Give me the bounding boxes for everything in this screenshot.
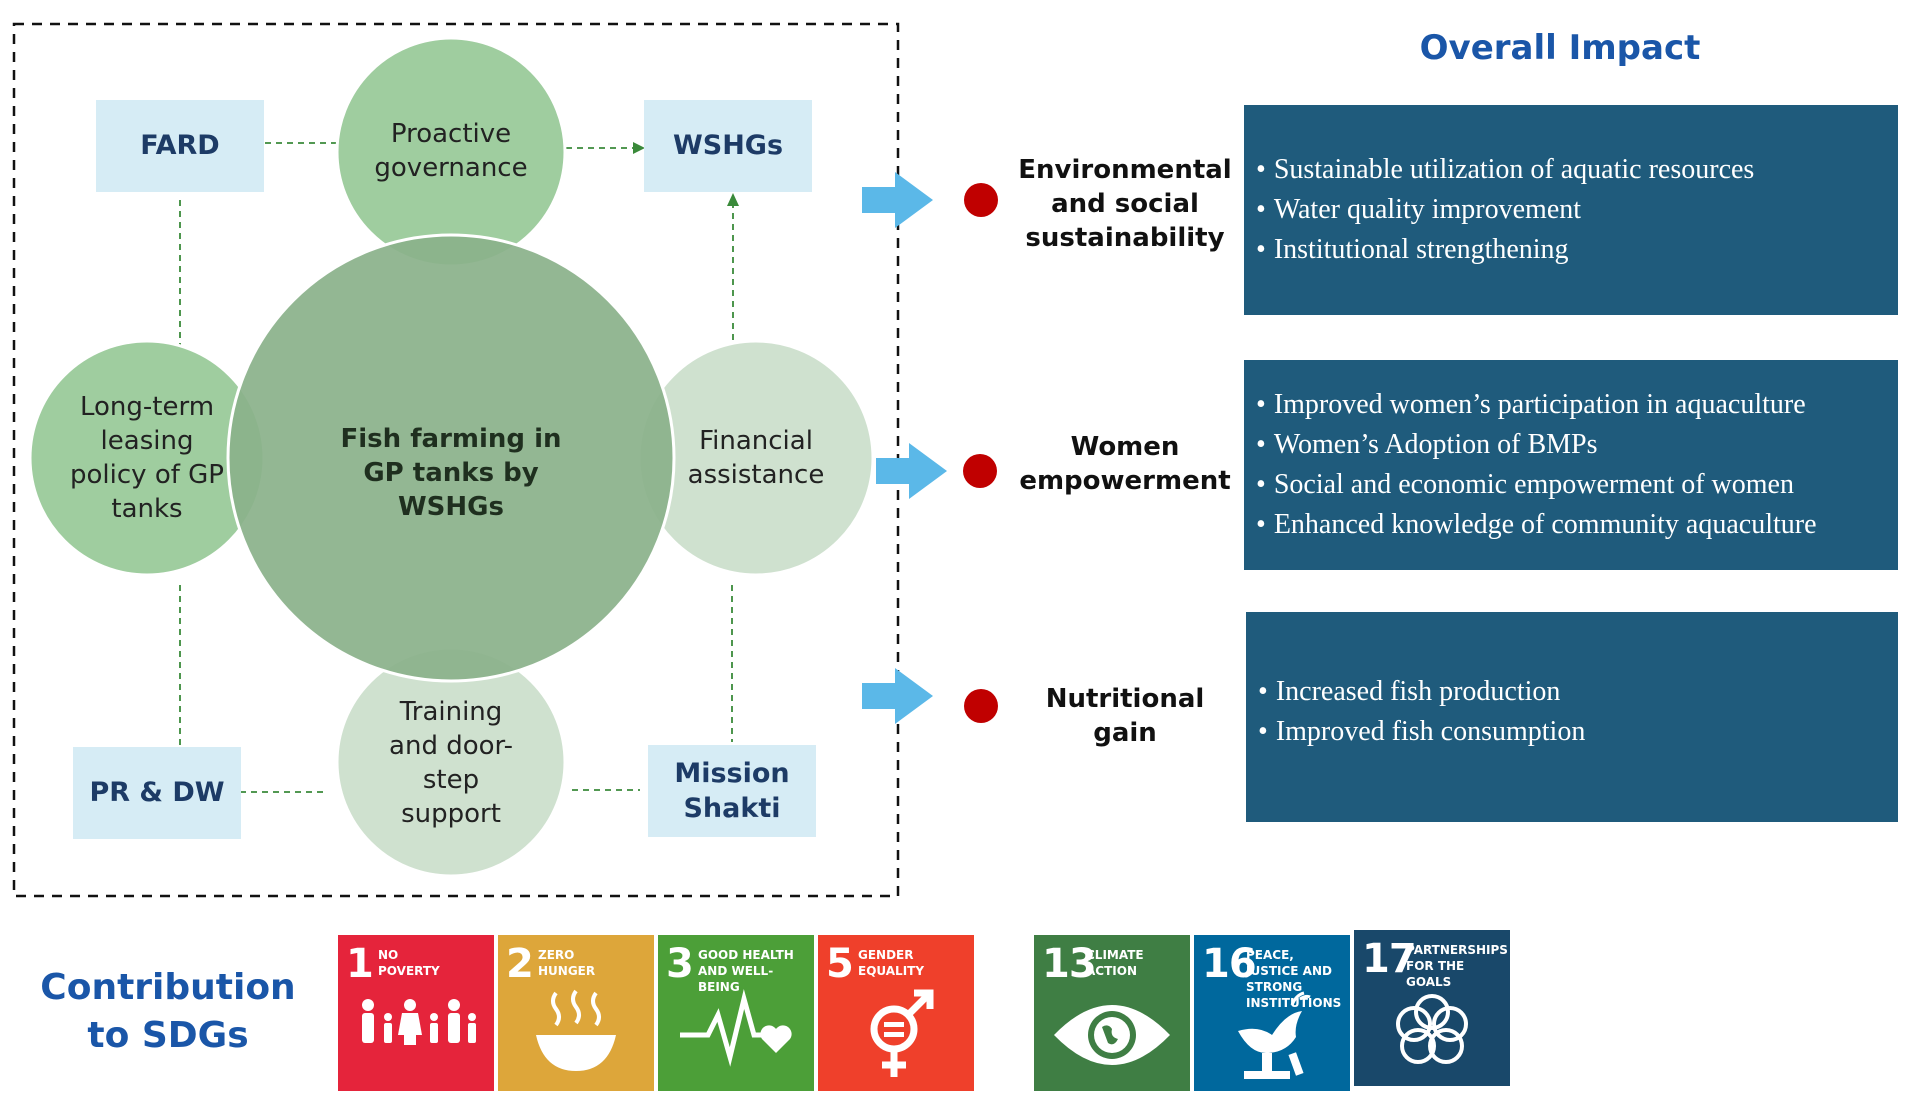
arrowhead-up-wshgs <box>727 193 739 206</box>
impact-title: Overall Impact <box>1419 28 1701 68</box>
sdg-label: No Poverty <box>378 948 440 978</box>
impact-item: Improved women’s participation in aquacu… <box>1256 385 1898 425</box>
sdg-label: Good Health and Well-Being <box>698 948 794 994</box>
sdg-num: 3 <box>666 941 694 987</box>
sdg-tile-16: 16 Peace, Justice and Strong Institution… <box>1194 935 1350 1091</box>
impact-item: Enhanced knowledge of community aquacult… <box>1256 505 1898 545</box>
impact-item: Increased fish production <box>1258 672 1898 712</box>
sdg-title: Contribution to SDGs <box>40 967 296 1056</box>
wshgs-box: WSHGs <box>644 100 812 192</box>
gender-icon <box>870 989 934 1077</box>
impact-label-1: Environmental and social sustainability <box>1018 155 1232 253</box>
impact-box-2: Improved women’s participation in aquacu… <box>1244 360 1898 570</box>
equal-sign <box>884 1022 904 1027</box>
flower-rings-icon <box>1396 994 1468 1064</box>
heartbeat-icon <box>680 989 762 1067</box>
mission-shakti-box: Mission Shakti <box>648 745 816 837</box>
center-label: Fish farming in GP tanks by WSHGs <box>340 424 562 522</box>
bullet-dot-2 <box>963 454 997 488</box>
prdw-box: PR & DW <box>73 747 241 839</box>
arrowhead-to-wshgs <box>633 142 645 154</box>
sdg-tile-2: 2 Zero Hunger <box>498 935 654 1091</box>
sdg-tile-13: 13 Climate Action <box>1034 935 1190 1091</box>
sdg-label: Partnerships for the Goals <box>1406 943 1508 989</box>
bowl-shape <box>536 1035 616 1071</box>
sdg-num: 17 <box>1362 936 1417 982</box>
sdg-num: 1 <box>346 941 374 987</box>
sdg-bg <box>1354 930 1510 1086</box>
circle-center-main <box>226 233 676 683</box>
sdg-tile-5: 5 Gender Equality <box>818 935 974 1091</box>
impact-box-1: Sustainable utilization of aquatic resou… <box>1244 105 1898 315</box>
sdg-bg <box>658 935 814 1091</box>
impact-item: Women’s Adoption of BMPs <box>1256 425 1898 465</box>
family-icon <box>362 999 476 1045</box>
heart-shape <box>760 1025 792 1053</box>
impact-item: Water quality improvement <box>1256 190 1898 230</box>
leasing-label: Long-term leasing policy of GP tanks <box>70 392 224 524</box>
bullet-dot-1 <box>964 183 998 217</box>
sdg-tile-1: 1 No Poverty <box>338 935 494 1091</box>
impact-label-3: Nutritional gain <box>1045 684 1205 748</box>
financial-label: Financial assistance <box>687 426 825 490</box>
dove-gavel-icon <box>1238 1011 1304 1079</box>
sdg-num: 13 <box>1042 941 1097 987</box>
sdg-num: 2 <box>506 941 534 987</box>
arrow-right-3 <box>862 668 933 724</box>
arrow-right-2 <box>876 443 947 499</box>
impact-item: Sustainable utilization of aquatic resou… <box>1256 150 1898 190</box>
impact-item: Institutional strengthening <box>1256 230 1898 270</box>
sdg-tile-17: 17 Partnerships for the Goals <box>1354 930 1510 1086</box>
impact-item: Improved fish consumption <box>1258 712 1898 752</box>
fard-box: FARD <box>96 100 264 192</box>
bowl-icon <box>551 989 601 1027</box>
sdg-tile-3: 3 Good Health and Well-Being <box>658 935 814 1091</box>
impact-label-2: Women empowerment <box>1019 432 1231 496</box>
sdg-label: Climate Action <box>1086 948 1144 978</box>
sdg-label: Peace, Justice and Strong Institutions <box>1246 948 1342 1010</box>
impact-item: Social and economic empowerment of women <box>1256 465 1898 505</box>
bullet-dot-3 <box>964 689 998 723</box>
sdg-label: Zero Hunger <box>538 948 596 978</box>
governance-label: Proactive governance <box>374 119 528 183</box>
arrow-right-1 <box>862 172 933 228</box>
sdg-num: 5 <box>826 941 854 987</box>
sdg-label: Gender Equality <box>858 948 925 978</box>
impact-box-3: Increased fish production Improved fish … <box>1246 612 1898 822</box>
sdg-num: 16 <box>1202 941 1257 987</box>
training-label: Training and door-step support <box>389 697 513 829</box>
